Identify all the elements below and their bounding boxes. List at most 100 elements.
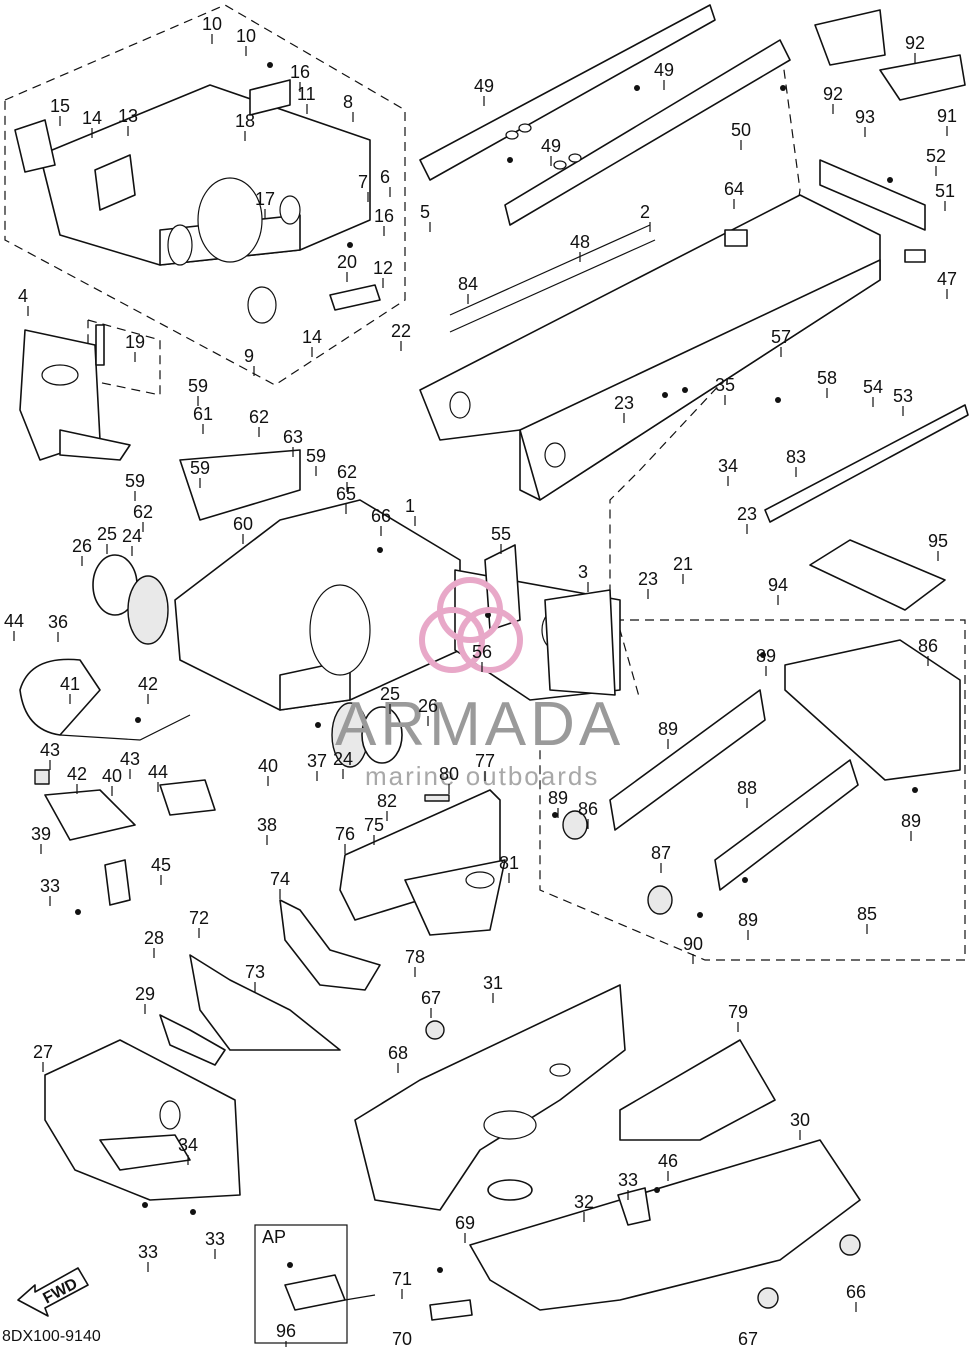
callout-15: 15 bbox=[50, 96, 70, 116]
callout-61: 61 bbox=[193, 404, 213, 424]
callout-26: 26 bbox=[72, 536, 92, 556]
callout-89: 89 bbox=[548, 788, 568, 808]
callout-66: 66 bbox=[371, 506, 391, 526]
fastener-dots bbox=[75, 62, 918, 1273]
callout-42: 42 bbox=[67, 764, 87, 784]
watermark-logo-icon bbox=[419, 577, 523, 673]
callout-71: 71 bbox=[392, 1269, 412, 1289]
callout-44: 44 bbox=[4, 611, 24, 631]
callout-89: 89 bbox=[756, 646, 776, 666]
callout-87: 87 bbox=[651, 843, 671, 863]
callout-86: 86 bbox=[918, 636, 938, 656]
rails-47-48 bbox=[419, 4, 791, 226]
callout-95: 95 bbox=[928, 531, 948, 551]
callout-49: 49 bbox=[654, 60, 674, 80]
callout-62: 62 bbox=[337, 462, 357, 482]
callout-59: 59 bbox=[190, 458, 210, 478]
callout-1: 1 bbox=[405, 496, 415, 516]
callout-62: 62 bbox=[249, 407, 269, 427]
callout-7: 7 bbox=[358, 172, 368, 192]
callout-38: 38 bbox=[257, 815, 277, 835]
callout-64: 64 bbox=[724, 179, 744, 199]
watermark-brand: ARMADA bbox=[335, 690, 624, 759]
fwd-arrow: FWD bbox=[17, 1267, 89, 1317]
callout-85: 85 bbox=[857, 904, 877, 924]
callout-34: 34 bbox=[718, 456, 738, 476]
callout-43: 43 bbox=[120, 749, 140, 769]
callout-23: 23 bbox=[638, 569, 658, 589]
callout-60: 60 bbox=[233, 514, 253, 534]
callout-40: 40 bbox=[258, 756, 278, 776]
callout-49: 49 bbox=[474, 76, 494, 96]
callout-58: 58 bbox=[817, 368, 837, 388]
callout-33: 33 bbox=[40, 876, 60, 896]
callout-24: 24 bbox=[122, 526, 142, 546]
callout-numbers: 1234567891010111213141415161617181920212… bbox=[4, 14, 957, 1347]
callout-16: 16 bbox=[374, 206, 394, 226]
callout-33: 33 bbox=[618, 1170, 638, 1190]
callout-96: 96 bbox=[276, 1321, 296, 1341]
callout-65: 65 bbox=[336, 484, 356, 504]
watermark-subtitle: marine outboards bbox=[365, 761, 599, 791]
callout-42: 42 bbox=[138, 674, 158, 694]
callout-86: 86 bbox=[578, 799, 598, 819]
callout-34: 34 bbox=[178, 1135, 198, 1155]
callout-23: 23 bbox=[737, 504, 757, 524]
callout-22: 22 bbox=[391, 321, 411, 341]
callout-75: 75 bbox=[364, 815, 384, 835]
callout-89: 89 bbox=[658, 719, 678, 739]
callout-40: 40 bbox=[102, 766, 122, 786]
callout-51: 51 bbox=[935, 181, 955, 201]
callout-72: 72 bbox=[189, 908, 209, 928]
callout-83: 83 bbox=[786, 447, 806, 467]
callout-4: 4 bbox=[18, 286, 28, 306]
callout-74: 74 bbox=[270, 869, 290, 889]
callout-66: 66 bbox=[846, 1282, 866, 1302]
callout-11: 11 bbox=[297, 84, 316, 104]
callout-88: 88 bbox=[737, 778, 757, 798]
callout-68: 68 bbox=[388, 1043, 408, 1063]
callout-63: 63 bbox=[283, 427, 303, 447]
callout-27: 27 bbox=[33, 1042, 53, 1062]
inner-panels-73-80 bbox=[279, 789, 506, 991]
group-outline-84 bbox=[539, 619, 966, 961]
callout-45: 45 bbox=[151, 855, 171, 875]
callout-50: 50 bbox=[731, 120, 751, 140]
group-outline-5 bbox=[4, 4, 406, 386]
callout-79: 79 bbox=[728, 1002, 748, 1022]
callout-14: 14 bbox=[82, 108, 102, 128]
plates-85-93-94 bbox=[562, 539, 961, 915]
rear-parts bbox=[764, 9, 969, 523]
callout-90: 90 bbox=[683, 934, 703, 954]
callout-53: 53 bbox=[893, 386, 913, 406]
callout-94: 94 bbox=[768, 575, 788, 595]
callout-91: 91 bbox=[937, 106, 957, 126]
diagram-code: 8DX100-9140 bbox=[2, 1328, 101, 1345]
callout-33: 33 bbox=[138, 1242, 158, 1262]
callout-14: 14 bbox=[302, 327, 322, 347]
lower-panels-right bbox=[354, 984, 861, 1321]
callout-67: 67 bbox=[738, 1329, 758, 1347]
lower-panels-left bbox=[44, 954, 341, 1201]
callout-82: 82 bbox=[377, 791, 397, 811]
callout-28: 28 bbox=[144, 928, 164, 948]
callout-47: 47 bbox=[937, 269, 957, 289]
callout-93: 93 bbox=[855, 107, 875, 127]
ap-inset bbox=[254, 1224, 376, 1344]
callout-17: 17 bbox=[255, 189, 275, 209]
callout-59: 59 bbox=[188, 376, 208, 396]
callout-59: 59 bbox=[306, 446, 326, 466]
callout-24: 24 bbox=[333, 749, 353, 769]
callout-89: 89 bbox=[738, 910, 758, 930]
bracket-4 bbox=[19, 324, 131, 461]
callout-13: 13 bbox=[118, 106, 138, 126]
callout-12: 12 bbox=[373, 258, 393, 278]
callout-52: 52 bbox=[926, 146, 946, 166]
callout-70: 70 bbox=[392, 1329, 412, 1347]
callout-9: 9 bbox=[244, 346, 254, 366]
callout-36: 36 bbox=[48, 612, 68, 632]
callout-8: 8 bbox=[343, 92, 353, 112]
callout-80: 80 bbox=[439, 764, 459, 784]
callout-3: 3 bbox=[578, 562, 588, 582]
